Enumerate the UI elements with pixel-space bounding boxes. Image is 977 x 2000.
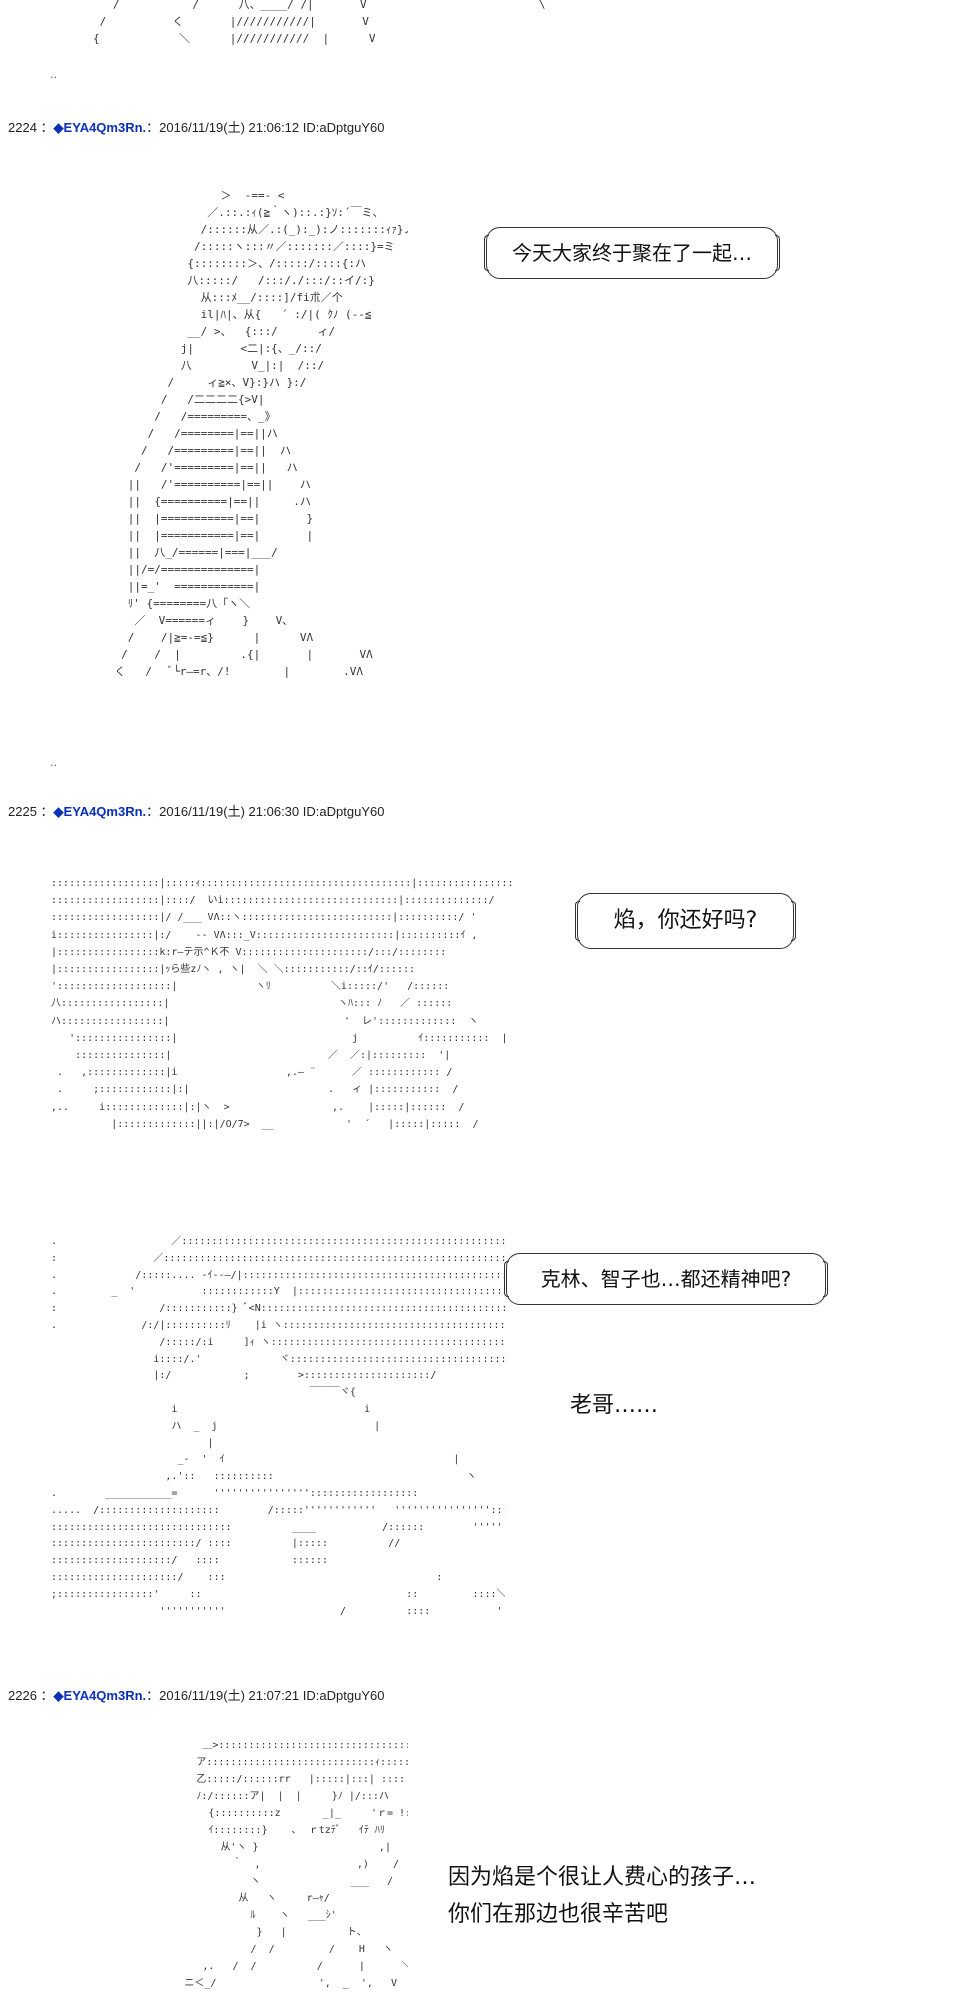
speech-text: 今天大家终于聚在了一起… bbox=[512, 241, 752, 265]
post-tripcode[interactable]: ◆EYA4Qm3Rn. bbox=[53, 120, 147, 135]
dialogue-text-2225b: 老哥…… bbox=[570, 1393, 659, 1418]
ascii-art-scene-2225: ::::::::::::::::::|:::::ｨ:::::::::::::::… bbox=[51, 878, 514, 1130]
post-header-2226: 2226 ：◆EYA4Qm3Rn.：2016/11/19(土) 21:07:21… bbox=[8, 1688, 385, 1703]
post-id[interactable]: ID:aDptguY60 bbox=[302, 120, 385, 135]
speech-bubble-2224: 今天大家终于聚在了一起… bbox=[484, 227, 780, 279]
ascii-art-figure-2224: ＞ -==- < ／.::.:ｨ(≧｀ヽ)::.:}ｿ:´￣ミ、 /::::::… bbox=[114, 189, 408, 678]
ascii-art-top-fragment: / / 八、____/ /| V \ / く |///////////| V ＼… bbox=[92, 0, 546, 45]
ascii-art-figure-2226: ＿>:::::::::::::::::::::::::::::::::::ソ ア… bbox=[184, 1740, 408, 1989]
post-tripcode[interactable]: ◆EYA4Qm3Rn. bbox=[53, 804, 147, 819]
speech-text: 焰，你还好吗? bbox=[613, 908, 758, 933]
post-id[interactable]: ID:aDptguY60 bbox=[302, 804, 385, 819]
speech-bubble-2225b: 克林、智子也…都还精神吧? bbox=[504, 1253, 828, 1305]
post-separator: .. bbox=[50, 756, 57, 769]
post-number: 2225 bbox=[8, 804, 37, 819]
post-number: 2226 bbox=[8, 1688, 37, 1703]
post-header-2224: 2224 ：◆EYA4Qm3Rn.：2016/11/19(土) 21:06:12… bbox=[8, 120, 385, 135]
ascii-art-scene-2225b: . ／:::::::::::::::::::::::::::::::::::::… bbox=[51, 1236, 505, 1617]
post-datetime: 2016/11/19(土) 21:06:12 bbox=[159, 120, 300, 135]
speech-text: 克林、智子也…都还精神吧? bbox=[540, 1267, 792, 1291]
post-id[interactable]: ID:aDptguY60 bbox=[302, 1688, 385, 1703]
post-datetime: 2016/11/19(土) 21:06:30 bbox=[159, 804, 300, 819]
dialogue-text-2226-line1: 因为焰是个很让人费心的孩子… bbox=[448, 1865, 757, 1890]
post-tripcode[interactable]: ◆EYA4Qm3Rn. bbox=[53, 1688, 147, 1703]
post-separator: .. bbox=[50, 68, 57, 81]
post-number: 2224 bbox=[8, 120, 37, 135]
post-header-2225: 2225 ：◆EYA4Qm3Rn.：2016/11/19(土) 21:06:30… bbox=[8, 804, 385, 819]
dialogue-text-2226-line2: 你们在那边也很辛苦吧 bbox=[448, 1902, 669, 1927]
post-datetime: 2016/11/19(土) 21:07:21 bbox=[159, 1688, 300, 1703]
speech-bubble-2225: 焰，你还好吗? bbox=[575, 893, 796, 949]
